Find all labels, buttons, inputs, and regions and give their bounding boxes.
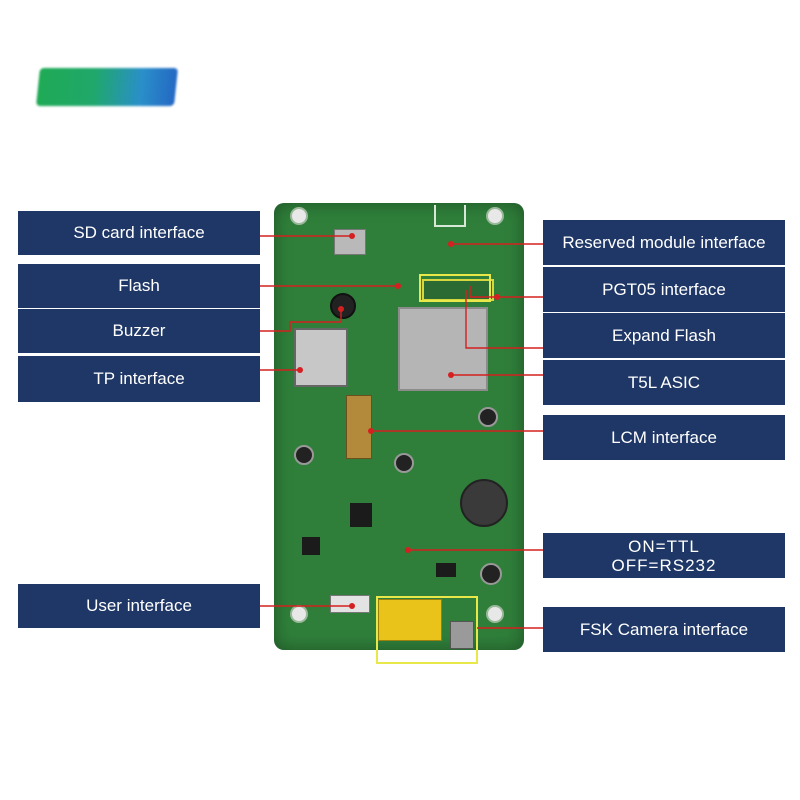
- lcm-connector: [346, 395, 372, 459]
- fsk-camera-rca: [378, 599, 442, 641]
- mount-hole: [486, 207, 504, 225]
- leader-expand-flash: [465, 290, 543, 349]
- label-tp: TP interface: [18, 356, 260, 402]
- dot-lcm: [368, 428, 374, 434]
- sd-card-slot: [334, 229, 366, 255]
- label-user: User interface: [18, 584, 260, 628]
- dot-flash: [395, 283, 401, 289]
- label-flash: Flash: [18, 264, 260, 308]
- leader-buzzer: [260, 309, 342, 332]
- label-off-rs232: OFF=RS232: [611, 555, 717, 575]
- mount-hole: [290, 207, 308, 225]
- dot-user: [349, 603, 355, 609]
- label-t5l-asic: T5L ASIC: [543, 360, 785, 405]
- antenna-trace: [434, 205, 466, 227]
- label-buzzer: Buzzer: [18, 309, 260, 353]
- pcb-board: [274, 203, 524, 650]
- capacitor: [294, 445, 314, 465]
- label-fsk-camera: FSK Camera interface: [543, 607, 785, 652]
- ic-chip: [350, 503, 372, 527]
- label-expand-flash: Expand Flash: [543, 313, 785, 358]
- dot-pgt05: [494, 294, 500, 300]
- label-reserved-module: Reserved module interface: [543, 220, 785, 265]
- ic-chip: [302, 537, 320, 555]
- capacitor: [480, 563, 502, 585]
- label-on-ttl: ON=TTL: [628, 536, 700, 556]
- label-pgt05: PGT05 interface: [543, 267, 785, 312]
- coin-battery: [460, 479, 508, 527]
- buzzer-component: [330, 293, 356, 319]
- capacitor: [478, 407, 498, 427]
- dot-ttl-switch: [405, 547, 411, 553]
- label-ttl-rs232: ON=TTL OFF=RS232: [543, 533, 785, 578]
- dot-sd-card: [349, 233, 355, 239]
- pgt05-highlight-box: [419, 274, 491, 302]
- mount-hole: [486, 605, 504, 623]
- leader-pgt05: [469, 286, 543, 298]
- tp-connector: [294, 328, 348, 387]
- label-sd-card: SD card interface: [18, 211, 260, 255]
- t5l-asic-shield: [398, 307, 488, 391]
- label-lcm: LCM interface: [543, 415, 785, 460]
- ic-chip: [436, 563, 456, 577]
- dot-buzzer: [338, 306, 344, 312]
- dot-tp: [297, 367, 303, 373]
- fsk-camera-highlight-box: [376, 596, 478, 664]
- capacitor: [394, 453, 414, 473]
- terminal-block: [450, 621, 474, 649]
- dot-reserved-module: [448, 241, 454, 247]
- dot-t5l-asic: [448, 372, 454, 378]
